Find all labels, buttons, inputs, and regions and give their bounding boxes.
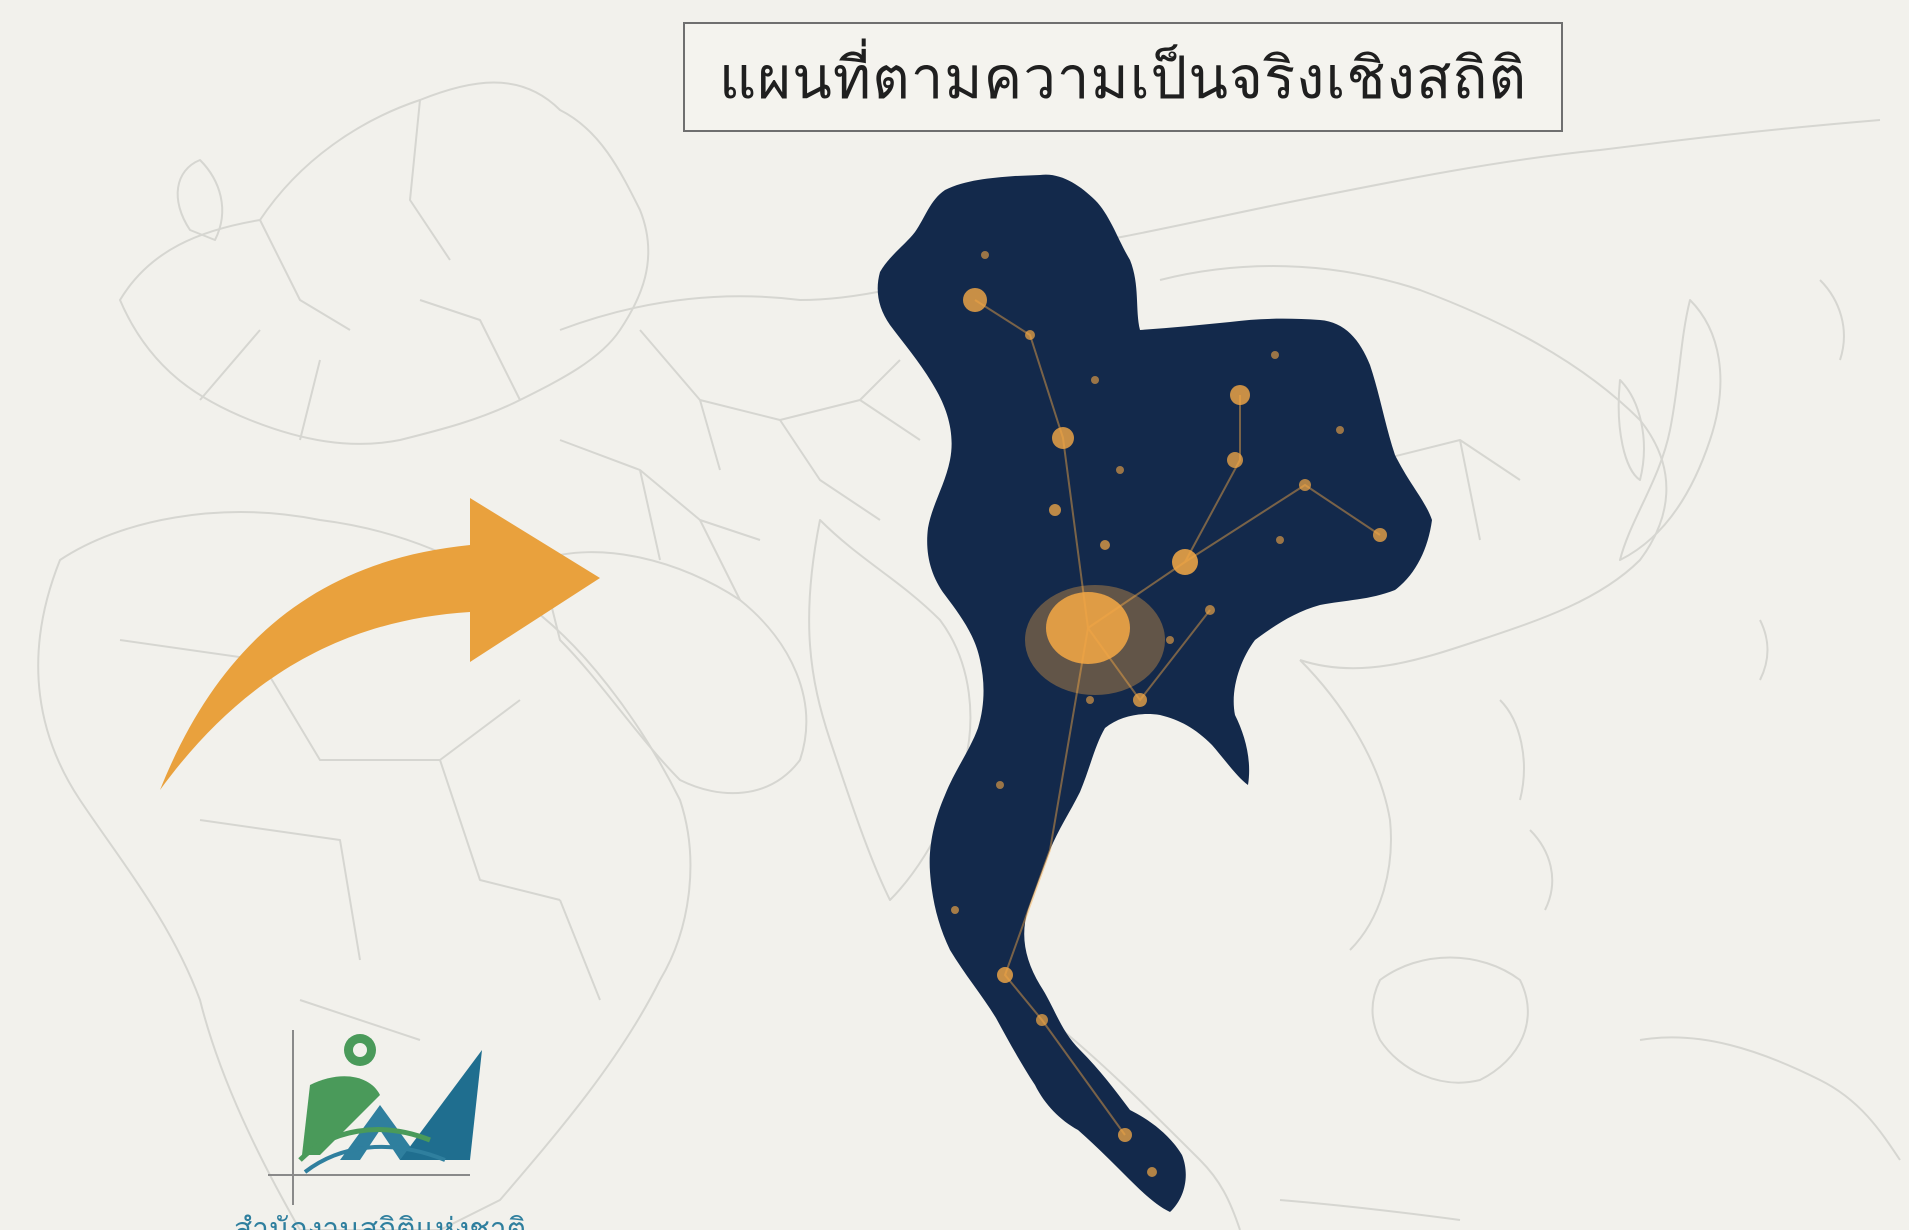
africa-outline xyxy=(37,511,692,1230)
map-title: แผนที่ตามความเป็นจริงเชิงสถิติ xyxy=(718,43,1528,112)
uk-outline xyxy=(176,159,224,241)
bangkok-lights xyxy=(1046,592,1130,664)
philippines-outline xyxy=(1499,699,1554,911)
map-title-box: แผนที่ตามความเป็นจริงเชิงสถิติ xyxy=(683,22,1563,132)
logo-caption: สำนักงานสถิติแห่งชาติ xyxy=(233,1212,527,1230)
korea-outline xyxy=(1617,379,1645,481)
bangkok-halo xyxy=(1025,585,1165,695)
sumatra-outline xyxy=(1049,1019,1241,1230)
arabia-outline xyxy=(539,551,808,795)
europe-borders xyxy=(199,99,521,441)
asia-outline xyxy=(559,119,1881,331)
thailand-shape xyxy=(877,174,1432,1213)
africa-borders xyxy=(119,639,601,1041)
java-outline xyxy=(1279,1199,1461,1221)
central-asia-borders xyxy=(639,329,921,521)
india-outline xyxy=(808,519,972,901)
europe-outline xyxy=(119,81,650,445)
indochina-outline xyxy=(1299,659,1392,951)
pacific-islands-outline xyxy=(1759,279,1845,681)
japan-outline xyxy=(1619,299,1722,561)
new-guinea-outline xyxy=(1639,1036,1901,1161)
borneo-outline xyxy=(1371,956,1529,1084)
middle-east-borders xyxy=(559,439,761,601)
